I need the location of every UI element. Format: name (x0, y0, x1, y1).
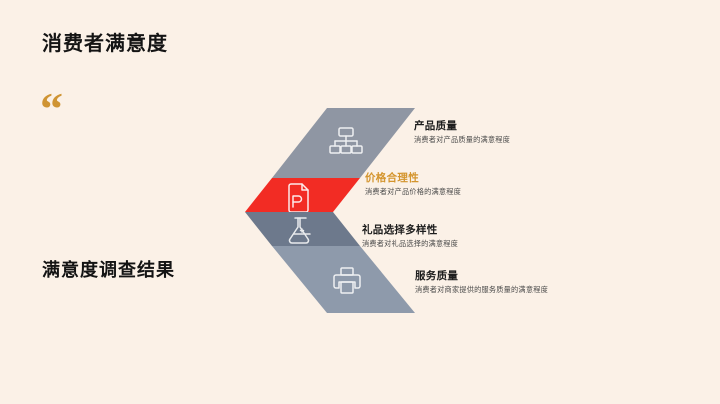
list-item[interactable]: 礼品选择多样性 消费者对礼品选择的满意程度 (362, 224, 624, 248)
list-item[interactable]: 价格合理性 消费者对产品价格的满意程度 (365, 172, 627, 196)
quote-mark-icon: “ (40, 83, 63, 134)
item-description: 消费者对商家提供的服务质量的满意程度 (415, 285, 548, 295)
list-item[interactable]: 服务质量 消费者对商家提供的服务质量的满意程度 (415, 270, 677, 294)
chevron-band-3 (245, 212, 360, 246)
left-column: 消费者满意度 “ 满意度调查结果 (0, 0, 250, 404)
org-chart-icon (329, 127, 363, 154)
page-subtitle: 满意度调查结果 (42, 260, 175, 280)
item-title: 礼品选择多样性 (362, 224, 438, 236)
flask-icon (288, 217, 311, 244)
item-title: 服务质量 (415, 270, 459, 282)
page-title: 消费者满意度 (42, 33, 168, 55)
chevron-band-1 (272, 108, 415, 178)
chevron-band-2 (245, 178, 360, 213)
item-description: 消费者对礼品选择的满意程度 (362, 239, 459, 249)
item-title: 价格合理性 (365, 172, 419, 184)
list-item[interactable]: 产品质量 消费者对产品质量的满意程度 (414, 120, 676, 144)
chevron-band-4 (272, 246, 415, 313)
item-title: 产品质量 (414, 120, 458, 132)
printer-icon (333, 267, 361, 294)
chevron-diagram (245, 108, 415, 313)
item-description: 消费者对产品价格的满意程度 (365, 187, 462, 197)
item-description: 消费者对产品质量的满意程度 (414, 135, 511, 145)
presentation-file-icon (288, 183, 309, 213)
